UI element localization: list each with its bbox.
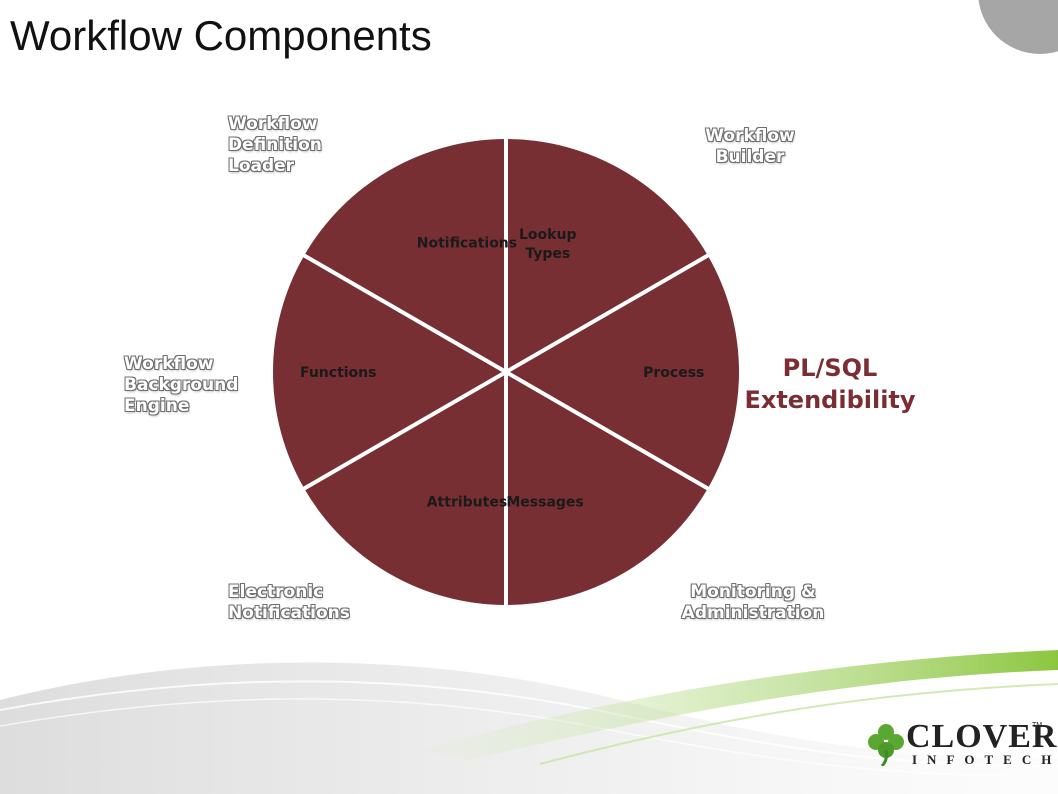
segment-label-notifications: Notifications <box>417 236 517 252</box>
label-plsql-extendibility: PL/SQL Extendibility <box>744 354 916 414</box>
wheel-segment-attributes <box>304 372 506 605</box>
wheel-segment-process <box>506 255 739 489</box>
slide-title: Workflow Components <box>10 12 432 59</box>
wheel-segment-messages <box>506 372 708 605</box>
label-workflow-background-engine: Workflow Background Engine <box>124 354 239 416</box>
wheel-divider <box>505 251 713 374</box>
wheel-segment-lookup-types <box>506 139 708 372</box>
clover-leaf-icon <box>868 724 904 766</box>
label-workflow-builder: Workflow Builder <box>705 126 795 167</box>
label-electronic-notifications: Electronic Notifications <box>228 582 350 623</box>
label-monitoring-administration: Monitoring & Administration <box>681 582 825 623</box>
wheel-segment-functions <box>273 255 506 489</box>
segment-label-messages: Messages <box>506 494 583 510</box>
wheel-divider <box>299 251 508 374</box>
bottom-swoosh-decoration <box>0 650 1058 794</box>
wheel-segment-notifications <box>304 139 506 372</box>
clover-infotech-logo: CLOVER TM INFOTECH <box>866 716 1056 776</box>
logo-subtitle: INFOTECH <box>912 752 1058 767</box>
label-workflow-definition-loader: Workflow Definition Loader <box>228 114 322 176</box>
segment-label-attributes: Attributes <box>427 494 507 510</box>
logo-trademark: TM <box>1032 722 1043 729</box>
segment-label-process: Process <box>643 365 704 381</box>
segment-label-functions: Functions <box>300 365 377 381</box>
corner-decoration <box>978 0 1058 60</box>
wheel-divider <box>299 370 508 493</box>
wheel-dividers <box>299 135 713 609</box>
wheel-divider <box>505 370 713 493</box>
wheel-segments <box>273 139 739 605</box>
logo-name: CLOVER <box>906 718 1058 755</box>
